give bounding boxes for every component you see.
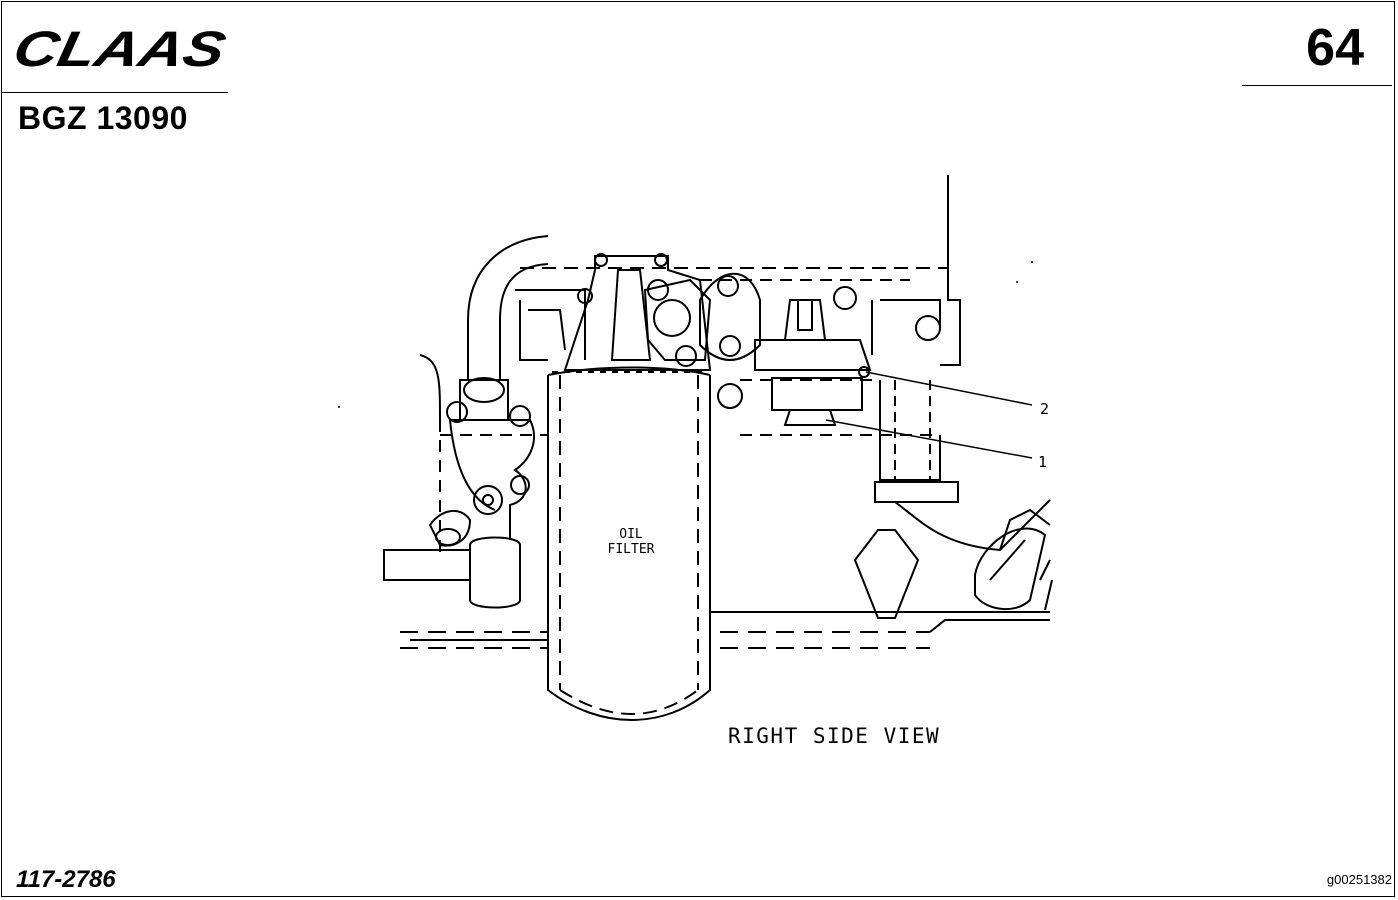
filter-base — [563, 253, 712, 371]
engine-block-outline — [400, 175, 1053, 649]
image-id: g00251382 — [1326, 872, 1392, 887]
coolant-pipe — [383, 235, 549, 609]
document-code: BGZ 13090 — [18, 100, 188, 136]
flange-plates — [643, 272, 761, 409]
page-number: 64 — [1306, 19, 1364, 77]
callout-1: 1 — [1038, 453, 1047, 471]
oil-filter — [547, 366, 711, 721]
part-number: 117-2786 — [16, 866, 116, 893]
leader-lines — [825, 371, 1033, 459]
view-caption: RIGHT SIDE VIEW — [728, 724, 940, 748]
oil-filter-label-line1: OIL — [619, 527, 643, 542]
oil-filter-label-line2: FILTER — [608, 542, 655, 557]
brand-logo-text: CLAAS — [10, 24, 231, 70]
pressure-sender — [754, 286, 941, 426]
scan-dots — [338, 261, 1033, 408]
leader-line-1 — [825, 419, 1033, 459]
claas-logo: CLAAS — [10, 24, 231, 70]
header-rule-left — [2, 92, 228, 93]
leader-line-2 — [865, 371, 1033, 406]
header-rule-right — [1242, 85, 1392, 86]
callout-2: 2 — [1040, 400, 1049, 418]
